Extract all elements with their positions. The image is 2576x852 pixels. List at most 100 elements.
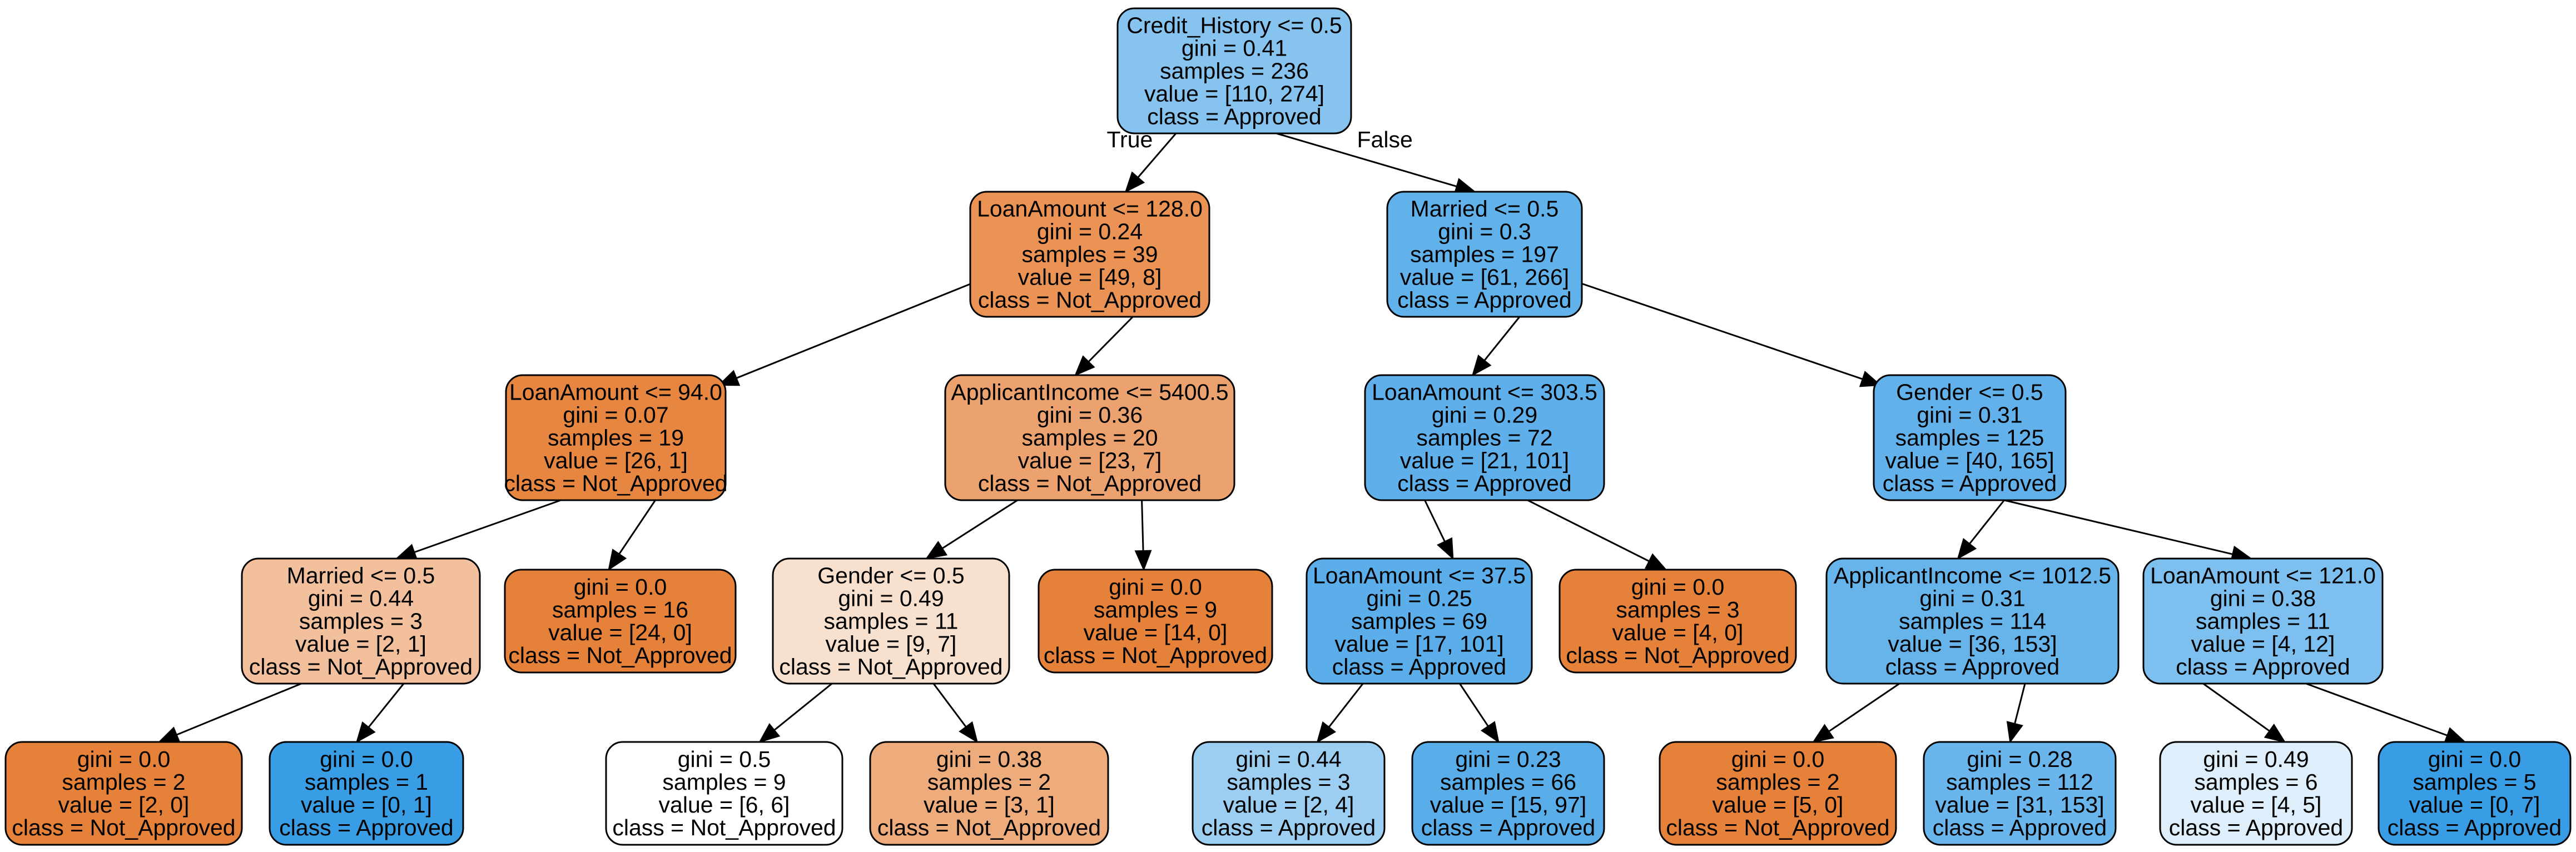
tree-node-line: class = Approved bbox=[2169, 815, 2343, 840]
tree-edge bbox=[1276, 132, 1457, 187]
tree-node-line: Married <= 0.5 bbox=[1411, 196, 1559, 222]
tree-edge-arrowhead bbox=[2444, 727, 2466, 744]
tree-node-line: LoanAmount <= 121.0 bbox=[2150, 563, 2376, 589]
tree-node-line: gini = 0.3 bbox=[1438, 219, 1531, 245]
tree-node-line: gini = 0.29 bbox=[1432, 402, 1537, 428]
tree-node-line: value = [4, 5] bbox=[2191, 792, 2322, 818]
tree-edge-arrowhead bbox=[959, 721, 979, 744]
tree-node-line: samples = 3 bbox=[1616, 597, 1739, 622]
tree-edge-arrowhead bbox=[1859, 371, 1882, 387]
tree-node-line: samples = 197 bbox=[1410, 242, 1559, 267]
tree-node-line: class = Approved bbox=[1147, 104, 1321, 129]
tree-node-line: class = Not_Approved bbox=[1666, 815, 1889, 840]
tree-node-line: gini = 0.28 bbox=[1967, 746, 2072, 772]
tree-node-line: value = [0, 7] bbox=[2409, 792, 2540, 818]
tree-node-line: gini = 0.0 bbox=[77, 746, 171, 772]
tree-node-line: samples = 19 bbox=[548, 425, 684, 451]
tree-edge bbox=[176, 682, 302, 736]
tree-node-line: samples = 11 bbox=[824, 609, 959, 634]
tree-node-line: value = [3, 1] bbox=[924, 792, 1055, 818]
tree-node-line: samples = 69 bbox=[1351, 609, 1487, 634]
tree-node-line: class = Approved bbox=[2388, 815, 2562, 840]
tree-node-line: value = [9, 7] bbox=[826, 631, 957, 657]
tree-edge-arrowhead bbox=[395, 544, 418, 560]
tree-node-line: Gender <= 0.5 bbox=[817, 563, 964, 589]
tree-edge-arrowhead bbox=[2006, 721, 2023, 744]
tree-node-line: class = Not_Approved bbox=[612, 815, 836, 840]
tree-node-line: samples = 236 bbox=[1160, 58, 1309, 84]
tree-node-line: class = Approved bbox=[2176, 654, 2350, 680]
tree-node-line: samples = 2 bbox=[1716, 769, 1839, 795]
tree-node-line: LoanAmount <= 128.0 bbox=[977, 196, 1203, 222]
edge-label-false: False bbox=[1357, 127, 1413, 152]
tree-node-line: gini = 0.49 bbox=[2203, 746, 2309, 772]
tree-edge-arrowhead bbox=[1645, 553, 1667, 571]
tree-node-box bbox=[1411, 741, 1605, 846]
tree-edge bbox=[2014, 683, 2026, 724]
tree-edge bbox=[1576, 281, 1863, 380]
tree-node-line: Credit_History <= 0.5 bbox=[1126, 13, 1342, 38]
tree-node-line: class = Not_Approved bbox=[779, 654, 1002, 680]
tree-node-line: gini = 0.0 bbox=[574, 574, 667, 600]
tree-node-line: gini = 0.0 bbox=[1631, 574, 1725, 600]
tree-node-line: class = Approved bbox=[1885, 654, 2059, 680]
tree-node-line: samples = 11 bbox=[2196, 609, 2330, 634]
tree-node-line: samples = 114 bbox=[1899, 609, 2046, 634]
tree-node-box bbox=[772, 557, 1010, 685]
tree-node-line: gini = 0.07 bbox=[563, 402, 668, 428]
tree-node-line: gini = 0.25 bbox=[1366, 586, 1472, 611]
tree-node-box bbox=[1038, 569, 1273, 674]
tree-node-line: gini = 0.44 bbox=[1235, 746, 1341, 772]
tree-node-line: value = [23, 7] bbox=[1018, 448, 1162, 474]
tree-node-box bbox=[1923, 741, 2117, 846]
tree-edge-arrowhead bbox=[1437, 537, 1454, 560]
tree-node-box bbox=[269, 741, 464, 846]
tree-node-box bbox=[1306, 557, 1533, 685]
tree-node-box bbox=[241, 557, 481, 685]
tree-node-line: samples = 1 bbox=[305, 769, 428, 795]
tree-node-line: value = [40, 165] bbox=[1885, 448, 2054, 474]
tree-node-box bbox=[505, 374, 727, 501]
tree-edge-arrowhead bbox=[1316, 721, 1337, 744]
tree-node-box bbox=[605, 741, 843, 846]
tree-edge bbox=[1424, 500, 1446, 542]
tree-node-line: gini = 0.0 bbox=[2428, 746, 2522, 772]
tree-node-box bbox=[1659, 741, 1897, 846]
tree-node-box bbox=[944, 374, 1235, 501]
tree-edge bbox=[2305, 682, 2448, 736]
tree-node-line: value = [4, 0] bbox=[1612, 620, 1744, 645]
tree-node-line: samples = 16 bbox=[552, 597, 688, 622]
tree-node-line: class = Not_Approved bbox=[508, 642, 732, 668]
tree-node-line: gini = 0.44 bbox=[308, 586, 414, 611]
tree-node-line: class = Approved bbox=[1202, 815, 1376, 840]
tree-node-line: ApplicantIncome <= 1012.5 bbox=[1834, 563, 2111, 589]
tree-edge bbox=[773, 682, 833, 731]
tree-node-line: value = [2, 4] bbox=[1223, 792, 1354, 818]
tree-node-line: class = Not_Approved bbox=[504, 471, 727, 496]
tree-node-box bbox=[504, 569, 737, 674]
tree-edge bbox=[618, 500, 656, 555]
tree-edge bbox=[1828, 682, 1900, 733]
tree-node-box bbox=[4, 741, 243, 846]
tree-node-line: samples = 6 bbox=[2194, 769, 2317, 795]
tree-node-line: value = [2, 1] bbox=[295, 631, 426, 657]
tree-node-line: gini = 0.49 bbox=[838, 586, 944, 611]
tree-edge-arrowhead bbox=[1134, 550, 1152, 571]
tree-node-box bbox=[1364, 374, 1605, 501]
tree-edge-arrowhead bbox=[157, 726, 181, 743]
tree-edge-arrowhead bbox=[758, 723, 781, 743]
tree-node-box bbox=[2378, 741, 2572, 846]
tree-edge bbox=[736, 281, 976, 379]
